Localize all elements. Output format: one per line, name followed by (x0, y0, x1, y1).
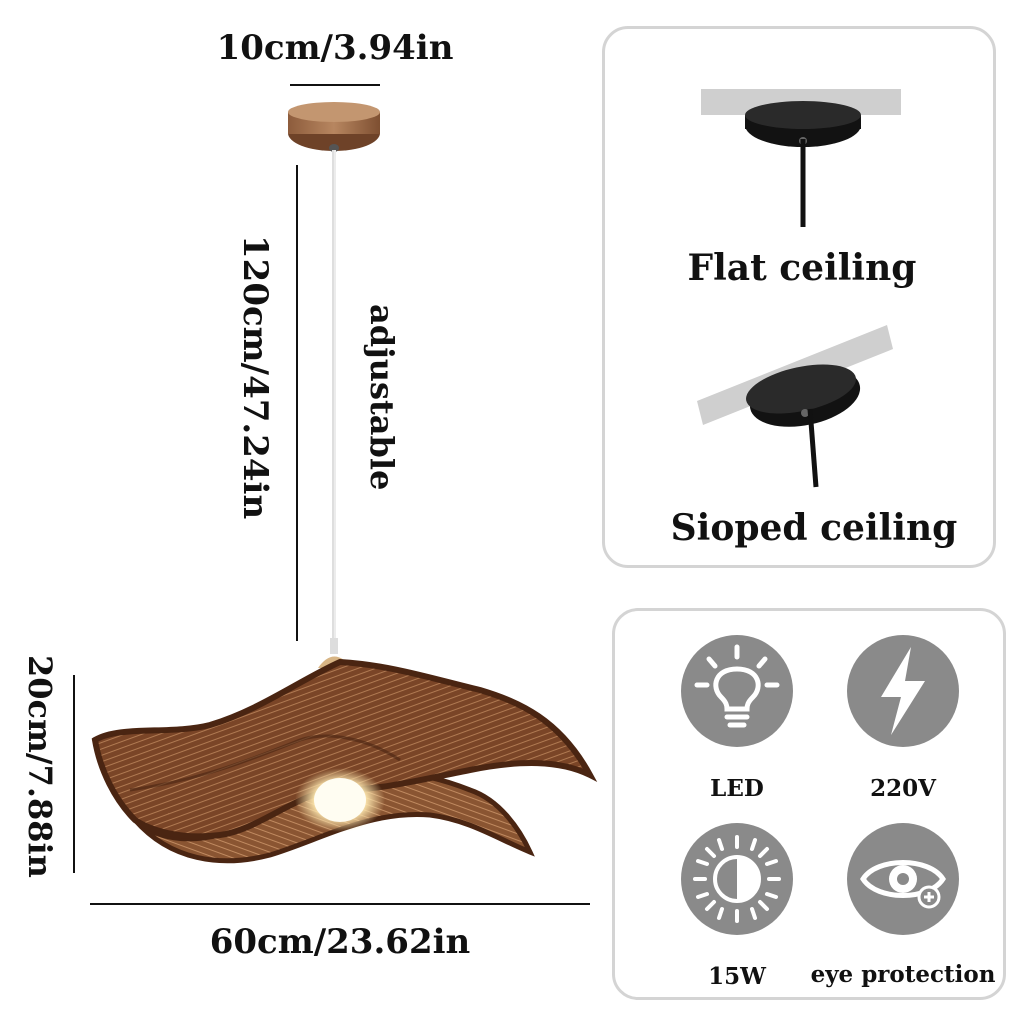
features-panel: LED 220V (612, 608, 1006, 1000)
feature-voltage-label: 220V (870, 775, 936, 802)
feature-wattage: 15W (667, 823, 807, 993)
mounting-options-panel: Flat ceiling Sioped ceiling (602, 26, 996, 568)
ceiling-canopy (288, 102, 380, 152)
sloped-ceiling-label: Sioped ceiling (670, 507, 958, 549)
feature-voltage: 220V (833, 635, 973, 805)
feature-wattage-label: 15W (708, 963, 766, 990)
flat-ceiling-label: Flat ceiling (687, 247, 917, 289)
shade-width-label: 60cm/23.62in (209, 922, 471, 962)
pendant-lamp-illustration (91, 102, 598, 864)
flat-ceiling-graphic (697, 89, 901, 488)
base-width-line (290, 84, 380, 86)
feature-led-label: LED (710, 775, 764, 802)
shade-height-line (73, 675, 75, 873)
feature-eye-protection-label: eye protection (810, 961, 996, 988)
feature-eye-protection: eye protection (811, 823, 995, 993)
sloped-ceiling-graphic (697, 325, 893, 488)
shade-upper-layer (91, 658, 598, 840)
cord-length-line (296, 165, 298, 641)
lightning-icon (847, 635, 959, 747)
product-dimension-diagram: 10cm/3.94in 120cm/47.24in adjustable 20c… (21, 28, 598, 962)
shade-width-line (90, 903, 590, 905)
eye-protection-icon (847, 823, 959, 935)
bulb-icon (681, 635, 793, 747)
feature-led: LED (667, 635, 807, 805)
brightness-icon (681, 823, 793, 935)
base-width-label: 10cm/3.94in (216, 28, 454, 68)
